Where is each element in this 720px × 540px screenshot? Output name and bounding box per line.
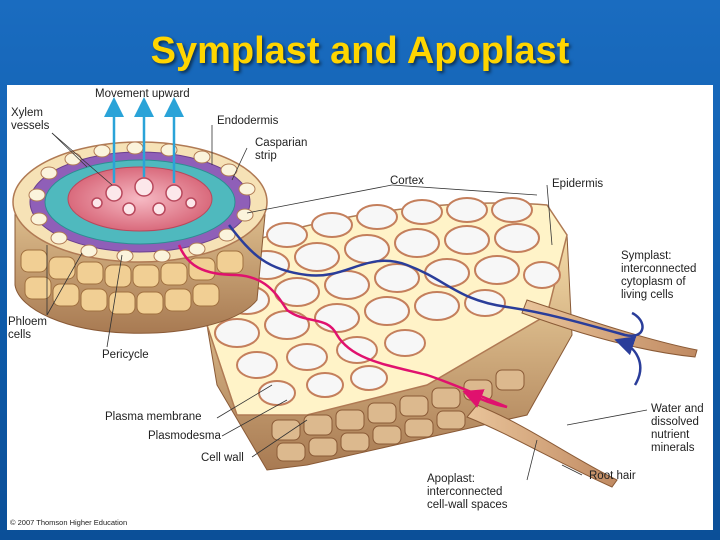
diagram-panel: Movement upward Xylem vessels Endodermis… — [7, 85, 713, 530]
label-symplast: Symplast: interconnected cytoplasm of li… — [621, 250, 697, 301]
label-apoplast: Apoplast: interconnected cell-wall space… — [427, 473, 508, 511]
label-endodermis: Endodermis — [217, 115, 279, 127]
copyright-notice: © 2007 Thomson Higher Education — [10, 518, 128, 527]
apoplast-entry — [462, 389, 508, 409]
label-movement-upward: Movement upward — [95, 88, 190, 100]
label-pericycle: Pericycle — [102, 349, 149, 361]
stele-core — [67, 166, 213, 232]
label-plasmodesma: Plasmodesma — [148, 430, 221, 442]
slide-title: Symplast and Apoplast — [150, 30, 570, 72]
xylem-vessels — [91, 177, 197, 216]
label-cortex: Cortex — [390, 175, 424, 187]
label-phloem-cells: Phloem cells — [8, 316, 47, 341]
cortex-cells — [214, 197, 561, 406]
label-cell-wall: Cell wall — [201, 452, 244, 464]
label-plasma-membrane: Plasma membrane — [105, 411, 202, 423]
movement-upward-arrows — [104, 97, 184, 183]
label-water-minerals: Water and dissolved nutrient minerals — [651, 403, 704, 454]
symplast-entry — [614, 336, 642, 386]
symplast-path — [228, 224, 644, 338]
label-root-hair: Root hair — [589, 470, 636, 482]
label-casparian-strip: Casparian strip — [255, 137, 308, 162]
label-epidermis: Epidermis — [552, 178, 604, 190]
root-cross-section-illustration — [12, 97, 698, 488]
leader-lines — [46, 125, 648, 481]
apoplast-path — [177, 244, 508, 409]
stele-side-cells — [20, 249, 244, 315]
cortex-side-cells — [271, 369, 525, 462]
epidermal-extension — [521, 299, 698, 358]
root-hair — [466, 404, 618, 488]
label-xylem-vessels: Xylem vessels — [11, 107, 50, 132]
